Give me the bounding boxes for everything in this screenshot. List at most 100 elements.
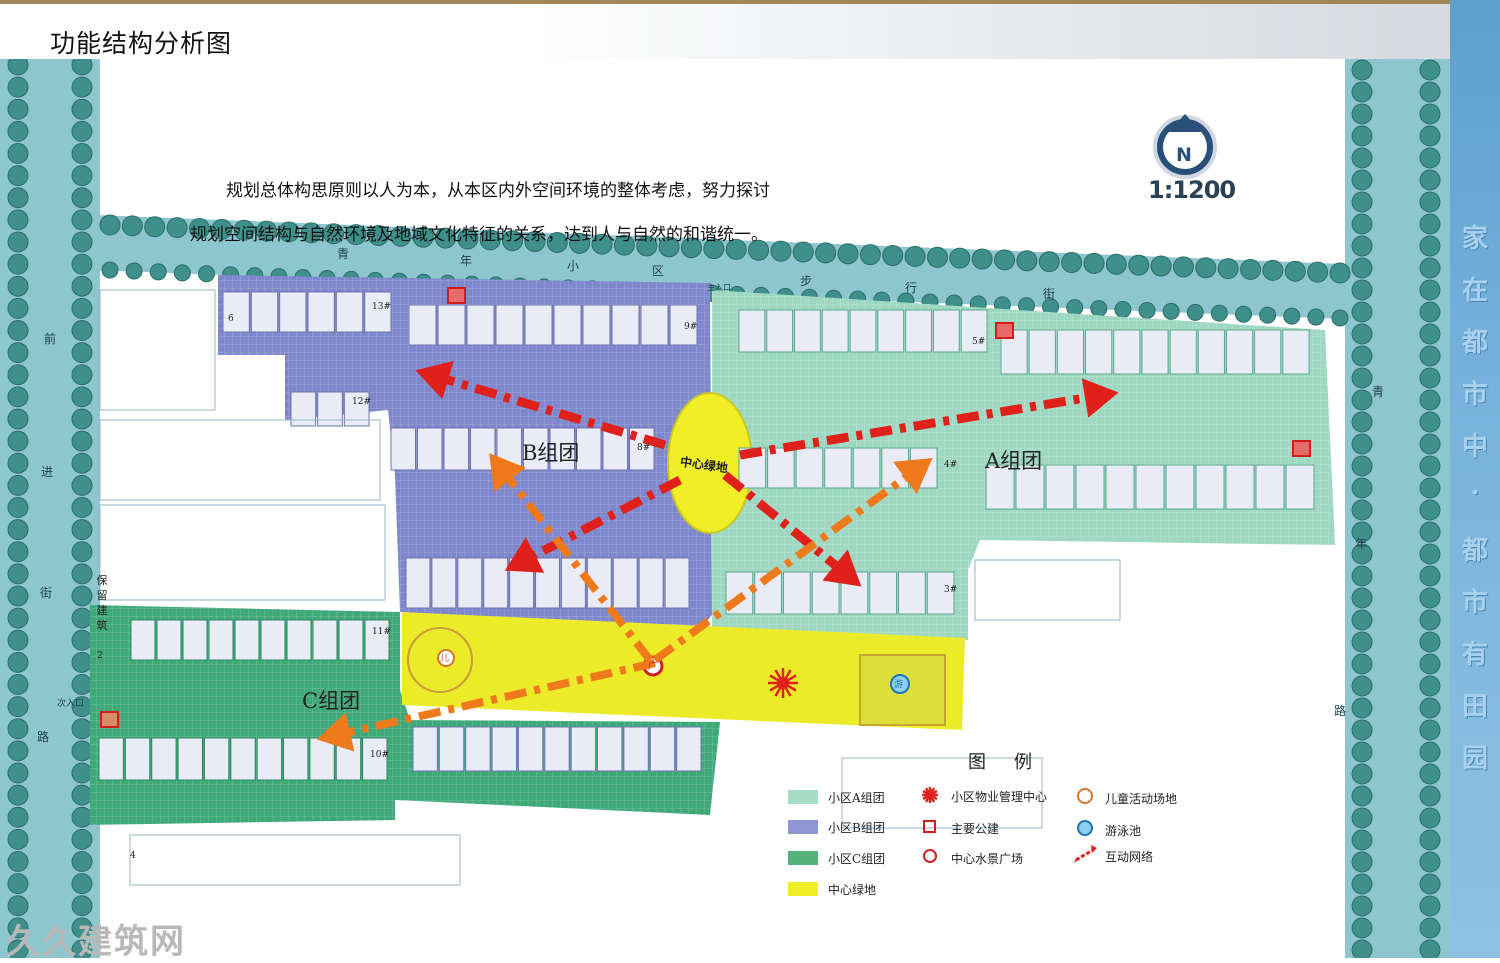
interaction-arrow-line xyxy=(446,375,667,450)
management-center-symbol xyxy=(768,668,798,698)
tree xyxy=(71,828,93,850)
slogan-char-8: 市 xyxy=(1461,588,1488,618)
building-unit xyxy=(1141,329,1169,375)
cluster-c-label: C组团 xyxy=(302,689,361,713)
tree xyxy=(256,220,278,242)
building-floors-2: 2 xyxy=(97,651,103,661)
tree xyxy=(725,238,747,260)
tree xyxy=(71,674,93,695)
building-unit xyxy=(1225,329,1254,375)
tree xyxy=(71,297,93,319)
building-unit xyxy=(431,557,457,609)
building-floors-4: 4 xyxy=(130,851,136,861)
tree xyxy=(278,221,300,243)
tree xyxy=(71,718,93,740)
tree xyxy=(1351,939,1373,958)
tree xyxy=(1351,433,1373,455)
building-unit xyxy=(307,291,335,333)
street-top-4: 区 xyxy=(652,264,665,278)
building-unit xyxy=(234,619,260,661)
cluster-a-label: A组团 xyxy=(985,449,1043,473)
building-unit xyxy=(1255,464,1285,510)
tree xyxy=(1419,411,1441,433)
tree xyxy=(1351,301,1373,323)
tree xyxy=(71,342,93,364)
legend-label-c: 小区C组团 xyxy=(828,852,886,866)
tree xyxy=(300,222,322,244)
tree xyxy=(1210,304,1228,322)
tree xyxy=(7,143,29,164)
slogan-sidebar: 家 在 都 市 中 · 都 市 有 田 园 xyxy=(1450,0,1500,958)
tree xyxy=(71,59,93,76)
tree xyxy=(1083,252,1105,274)
tree xyxy=(1038,251,1060,273)
building-unit xyxy=(156,619,182,661)
tree xyxy=(1351,191,1373,213)
slogan-char-7: 都 xyxy=(1461,536,1488,566)
tree xyxy=(1061,252,1083,274)
tree xyxy=(71,231,93,253)
pool-legend-icon xyxy=(1077,820,1093,836)
building-unit xyxy=(286,619,312,661)
building-unit xyxy=(611,304,640,346)
legend-label-mgmt: 小区物业管理中心 xyxy=(951,790,1048,804)
tree xyxy=(1419,345,1441,367)
tree xyxy=(7,297,29,319)
tree xyxy=(1419,719,1441,741)
tree xyxy=(1351,807,1373,829)
tree xyxy=(7,120,29,142)
tree xyxy=(1419,235,1441,257)
tree xyxy=(1351,565,1373,587)
street-left-1: 前 xyxy=(44,332,57,346)
building-unit xyxy=(437,304,466,346)
building-unit xyxy=(182,619,208,661)
tree xyxy=(1128,254,1150,276)
tree xyxy=(71,187,93,209)
building-unit xyxy=(623,726,649,772)
building-num-13: 13# xyxy=(372,302,391,312)
building-num-12: 12# xyxy=(352,397,371,407)
tree xyxy=(7,541,29,563)
building-num-8: 8# xyxy=(637,443,651,453)
tree xyxy=(1195,257,1217,279)
tree xyxy=(1419,499,1441,521)
slogan-char-11: 园 xyxy=(1461,744,1488,774)
building-unit xyxy=(130,619,156,661)
tree xyxy=(658,236,680,258)
tree xyxy=(1284,260,1306,282)
plaza-symbol-text: 广 xyxy=(648,662,658,672)
interaction-arrow-head xyxy=(504,537,545,573)
tree xyxy=(71,120,93,142)
tree xyxy=(1419,873,1441,895)
tree xyxy=(815,242,837,264)
tree xyxy=(1419,587,1441,609)
tree xyxy=(1419,103,1441,125)
building-unit xyxy=(932,309,960,353)
tree xyxy=(1419,279,1441,301)
tree xyxy=(7,674,29,695)
tree xyxy=(71,253,93,275)
building-unit xyxy=(597,726,623,772)
legend-title: 图例 xyxy=(968,752,1060,773)
tree xyxy=(1419,807,1441,829)
building-unit xyxy=(794,309,821,353)
tree xyxy=(502,230,524,252)
slogan-char-10: 田 xyxy=(1461,692,1488,722)
slogan-char-1: 家 xyxy=(1461,224,1488,254)
tree xyxy=(1419,785,1441,807)
tree xyxy=(211,218,233,240)
tree xyxy=(1351,169,1373,191)
building-unit xyxy=(362,737,388,781)
tree xyxy=(121,215,143,237)
tree xyxy=(1351,895,1373,917)
building-unit xyxy=(208,619,234,661)
building-unit xyxy=(1056,329,1085,375)
tree xyxy=(1419,455,1441,477)
tree xyxy=(680,237,702,259)
tree xyxy=(1351,653,1373,675)
tree xyxy=(1351,829,1373,851)
tree xyxy=(71,762,93,784)
building-num-4: 4# xyxy=(944,460,958,470)
tree xyxy=(1329,262,1351,284)
tree xyxy=(1351,631,1373,653)
